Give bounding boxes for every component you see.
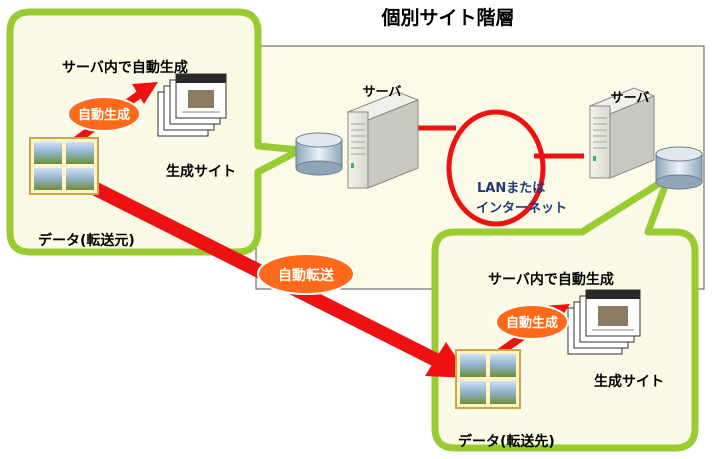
auto-transfer-badge-text: 自動転送 [278, 267, 335, 284]
source-pages-icon [157, 73, 227, 137]
source-data-photos-icon [29, 137, 99, 195]
source-site-label: 生成サイト [166, 163, 236, 180]
source-data-label: データ(転送元) [38, 232, 135, 249]
dest-auto-generate-badge-text: 自動生成 [506, 315, 558, 331]
server-left-label: サーバ [363, 85, 402, 100]
diagram-title: 個別サイト階層 [380, 7, 514, 29]
dest-pages-icon [567, 289, 641, 355]
network-link-label-line1: LANまたは [477, 181, 545, 196]
network-link [418, 109, 584, 227]
server-left-icon [346, 91, 420, 189]
disk-left-icon [295, 132, 343, 176]
source-server-generate-label: サーバ内で自動生成 [62, 59, 188, 76]
source-auto-generate-badge [67, 96, 141, 132]
dest-data-label: データ(転送先) [458, 433, 555, 450]
server-right-label: サーバ [611, 91, 650, 106]
auto-transfer-badge [257, 253, 355, 295]
dest-server-generate-label: サーバ内で自動生成 [488, 271, 614, 288]
network-link-label-line2: インターネット [476, 201, 567, 216]
disk-right-icon [655, 146, 703, 190]
dest-auto-generate-badge [495, 304, 569, 340]
source-auto-generate-badge-text: 自動生成 [78, 107, 130, 123]
dest-site-label: 生成サイト [594, 373, 664, 390]
server-right-icon [588, 87, 656, 179]
dest-data-photos-icon [455, 349, 521, 409]
